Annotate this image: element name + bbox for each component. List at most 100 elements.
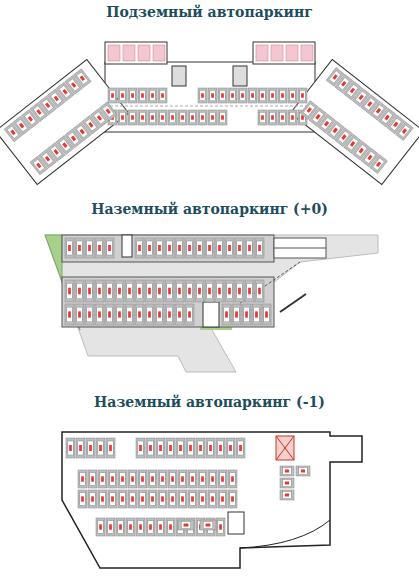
parking-stall: [195, 238, 204, 258]
parking-stall: [118, 88, 127, 103]
parking-stall: [206, 438, 215, 458]
parking-stall: [138, 88, 147, 103]
parking-stall: [208, 88, 217, 103]
parking-stall: [166, 518, 175, 536]
parking-stall: [75, 304, 84, 325]
parking-stall: [75, 280, 84, 302]
parking-stall: [155, 280, 164, 302]
parking-stall: [146, 438, 155, 458]
parking-stall: [128, 490, 137, 508]
parking-stall: [125, 304, 134, 325]
parking-stall: [145, 238, 154, 258]
parking-stall: [278, 88, 287, 103]
parking-stall: [88, 470, 97, 488]
parking-stall: [148, 490, 157, 508]
parking-stall: [105, 238, 114, 258]
parking-stall: [396, 122, 414, 141]
storage-cell: [271, 45, 283, 61]
parking-stall: [258, 88, 267, 103]
parking-stall: [288, 88, 297, 103]
parking-stall: [218, 470, 227, 488]
parking-stall: [105, 280, 114, 302]
parking-stall: [145, 280, 154, 302]
parking-stall: [146, 518, 155, 536]
parking-stall: [108, 88, 117, 103]
parking-stall: [148, 470, 157, 488]
parking-stall: [135, 238, 144, 258]
parking-stall: [175, 238, 184, 258]
parking-stall: [186, 438, 195, 458]
parking-stall: [156, 438, 165, 458]
parking-stall: [222, 304, 231, 325]
wing-stalls: [4, 69, 117, 175]
parking-stall: [128, 88, 137, 103]
parking-stall: [208, 490, 217, 508]
parking-stall: [178, 110, 187, 125]
parking-stall: [216, 438, 225, 458]
parking-stall: [118, 490, 127, 508]
parking-stall: [185, 304, 194, 325]
storage-cell: [153, 45, 165, 61]
parking-stall: [168, 110, 177, 125]
parking-stall: [128, 470, 137, 488]
parking-stall: [198, 490, 207, 508]
parking-stall: [208, 110, 217, 125]
parking-stall: [218, 88, 227, 103]
parking-stall: [195, 280, 204, 302]
parking-stall: [76, 438, 85, 458]
parking-stall: [235, 238, 244, 258]
parking-stall: [205, 238, 214, 258]
plan-heading: Наземный автопаркинг (-1): [0, 394, 419, 410]
parking-stall: [232, 304, 241, 325]
parking-stall: [106, 438, 115, 458]
parking-stall: [168, 470, 177, 488]
parking-stall: [138, 490, 147, 508]
parking-stall: [116, 518, 125, 536]
parking-stall: [198, 88, 207, 103]
parking-stall: [208, 470, 217, 488]
parking-stall: [106, 518, 115, 536]
parking-stall: [370, 155, 388, 174]
parking-stall: [280, 490, 294, 500]
parking-stall: [225, 238, 234, 258]
parking-stall: [280, 466, 294, 476]
parking-stall: [218, 110, 227, 125]
storage-cell: [108, 45, 120, 61]
parking-stall: [95, 280, 104, 302]
parking-stall: [268, 88, 277, 103]
parking-stalls: [4, 45, 413, 536]
parking-stall: [258, 110, 267, 125]
parking-stall: [125, 280, 134, 302]
parking-stall: [108, 470, 117, 488]
parking-stall: [228, 88, 237, 103]
parking-stall: [108, 490, 117, 508]
parking-stall: [136, 438, 145, 458]
parking-stall: [236, 438, 245, 458]
parking-stall: [135, 280, 144, 302]
parking-stall: [148, 88, 157, 103]
parking-stall: [85, 280, 94, 302]
parking-stall: [245, 238, 254, 258]
parking-stall: [78, 490, 87, 508]
underground-plan: [0, 42, 419, 185]
parking-stall: [115, 304, 124, 325]
parking-stall: [235, 280, 244, 302]
wing-stalls: [300, 68, 413, 174]
parking-stall: [66, 438, 75, 458]
parking-stall: [178, 520, 194, 530]
parking-stall: [268, 110, 277, 125]
parking-stall: [98, 470, 107, 488]
parking-stall: [225, 280, 234, 302]
parking-stall: [188, 470, 197, 488]
parking-stall: [205, 280, 214, 302]
parking-stall: [188, 490, 197, 508]
parking-stall: [215, 238, 224, 258]
storage-cell: [286, 45, 298, 61]
parking-stall: [296, 466, 310, 476]
parking-stall: [158, 110, 167, 125]
storage-cell: [138, 45, 150, 61]
parking-stall: [115, 280, 124, 302]
storage-cell: [256, 45, 268, 61]
parking-stall: [242, 304, 251, 325]
